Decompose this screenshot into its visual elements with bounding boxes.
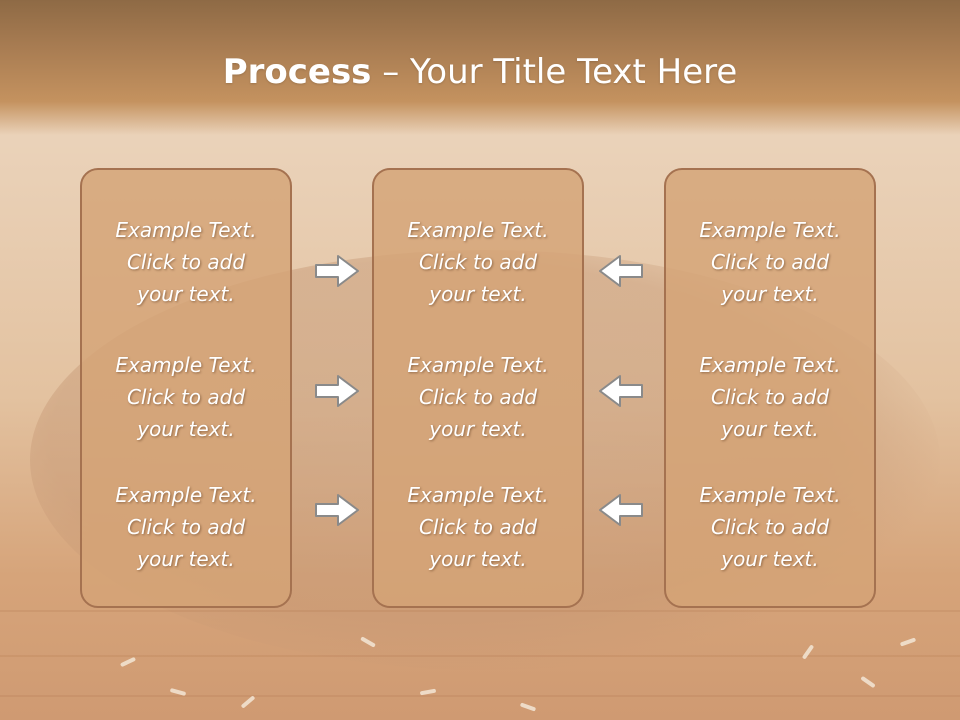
text-line: Click to add <box>710 385 830 409</box>
text-line: your text. <box>429 282 527 306</box>
arrow-left-icon[interactable] <box>598 254 644 288</box>
text-line: Click to add <box>126 250 246 274</box>
text-placeholder[interactable]: Example Text. Click to add your text. <box>666 349 874 445</box>
text-placeholder[interactable]: Example Text. Click to add your text. <box>666 214 874 310</box>
title-rest-part: – Your Title Text Here <box>371 52 738 92</box>
seed-decoration <box>860 675 876 689</box>
text-line: your text. <box>137 282 235 306</box>
text-placeholder[interactable]: Example Text. Click to add your text. <box>82 214 290 310</box>
title-bold-part: Process <box>222 52 372 92</box>
text-placeholder[interactable]: Example Text. Click to add your text. <box>666 479 874 575</box>
text-line: Example Text. <box>115 353 257 377</box>
text-placeholder[interactable]: Example Text. Click to add your text. <box>374 214 582 310</box>
text-placeholder[interactable]: Example Text. Click to add your text. <box>82 479 290 575</box>
text-line: Example Text. <box>407 353 549 377</box>
text-line: Click to add <box>710 250 830 274</box>
text-line: Example Text. <box>699 483 841 507</box>
seed-decoration <box>519 702 537 712</box>
text-line: Click to add <box>126 515 246 539</box>
seed-decoration <box>119 656 137 668</box>
text-placeholder[interactable]: Example Text. Click to add your text. <box>82 349 290 445</box>
text-line: Click to add <box>418 515 538 539</box>
text-line: your text. <box>137 417 235 441</box>
text-line: Click to add <box>126 385 246 409</box>
text-line: your text. <box>721 547 819 571</box>
text-line: Click to add <box>418 385 538 409</box>
wood-grain <box>0 610 960 612</box>
arrow-left-icon[interactable] <box>598 493 644 527</box>
wood-grain <box>0 695 960 697</box>
text-placeholder[interactable]: Example Text. Click to add your text. <box>374 479 582 575</box>
seed-decoration <box>240 695 256 709</box>
text-line: Example Text. <box>115 218 257 242</box>
text-line: Example Text. <box>699 353 841 377</box>
text-line: your text. <box>137 547 235 571</box>
seed-decoration <box>899 637 917 647</box>
text-placeholder[interactable]: Example Text. Click to add your text. <box>374 349 582 445</box>
text-line: Click to add <box>418 250 538 274</box>
text-line: Example Text. <box>115 483 257 507</box>
seed-decoration <box>801 644 815 660</box>
text-line: your text. <box>721 282 819 306</box>
text-line: Example Text. <box>407 218 549 242</box>
text-line: Example Text. <box>407 483 549 507</box>
text-line: your text. <box>429 547 527 571</box>
text-line: Click to add <box>710 515 830 539</box>
process-column-left[interactable]: Example Text. Click to add your text. Ex… <box>80 168 292 608</box>
text-line: Example Text. <box>699 218 841 242</box>
arrow-right-icon[interactable] <box>314 374 360 408</box>
arrow-right-icon[interactable] <box>314 493 360 527</box>
text-line: your text. <box>721 417 819 441</box>
process-column-right[interactable]: Example Text. Click to add your text. Ex… <box>664 168 876 608</box>
arrow-right-icon[interactable] <box>314 254 360 288</box>
slide-title[interactable]: Process – Your Title Text Here <box>0 52 960 92</box>
title-bar <box>0 0 960 135</box>
arrow-left-icon[interactable] <box>598 374 644 408</box>
process-column-center[interactable]: Example Text. Click to add your text. Ex… <box>372 168 584 608</box>
wood-grain <box>0 655 960 657</box>
text-line: your text. <box>429 417 527 441</box>
